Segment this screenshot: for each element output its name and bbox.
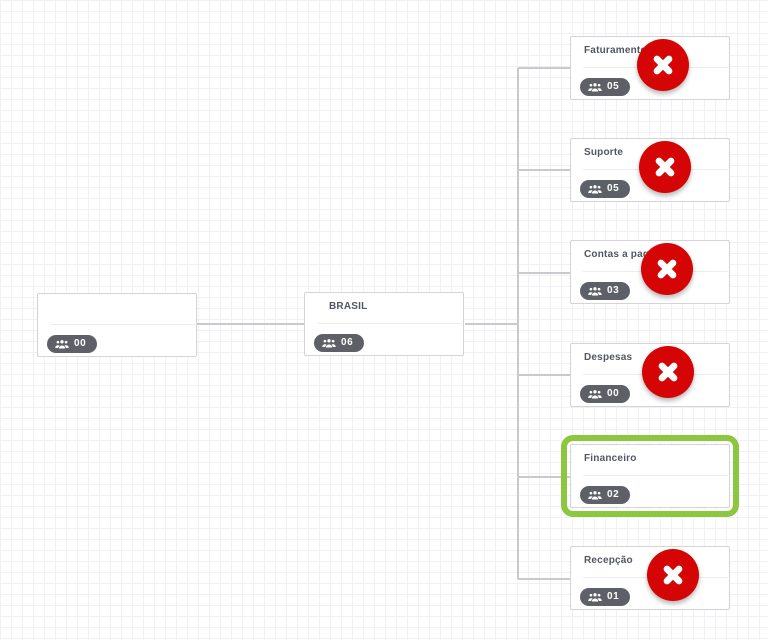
x-icon — [658, 362, 678, 382]
member-count-badge: 05 — [580, 78, 630, 96]
node-title: Recepção — [584, 555, 633, 566]
member-count-badge: 06 — [314, 334, 364, 352]
member-count: 06 — [341, 337, 354, 348]
node-divider — [317, 323, 462, 324]
member-count: 00 — [74, 338, 87, 349]
org-node-suporte[interactable]: Suporte 05 — [570, 138, 730, 202]
member-count-badge: 00 — [47, 335, 97, 353]
member-count-badge: 05 — [580, 180, 630, 198]
x-icon — [657, 259, 677, 279]
x-icon — [653, 55, 673, 75]
member-count: 02 — [607, 489, 620, 500]
node-title: Contas a pagar — [584, 249, 660, 260]
org-node-root[interactable]: 00 — [37, 293, 197, 357]
delete-node-button[interactable] — [639, 141, 691, 193]
node-title: Faturamento — [584, 45, 647, 56]
people-icon — [588, 184, 602, 193]
people-icon — [55, 339, 69, 348]
node-title: Financeiro — [584, 453, 637, 464]
delete-node-button[interactable] — [647, 549, 699, 601]
delete-node-button[interactable] — [637, 39, 689, 91]
node-title: BRASIL — [329, 301, 368, 312]
member-count-badge: 03 — [580, 282, 630, 300]
member-count-badge: 02 — [580, 486, 630, 504]
member-count-badge: 00 — [580, 385, 630, 403]
org-node-faturamento[interactable]: Faturamento 05 — [570, 36, 730, 100]
member-count: 05 — [607, 183, 620, 194]
org-node-recepcao[interactable]: Recepção 01 — [570, 546, 730, 610]
org-node-financeiro[interactable]: Financeiro 02 — [561, 435, 739, 517]
org-node-despesas[interactable]: Despesas 00 — [570, 343, 730, 407]
node-divider — [583, 475, 728, 476]
node-divider — [50, 324, 195, 325]
member-count: 03 — [607, 285, 620, 296]
people-icon — [588, 82, 602, 91]
delete-node-button[interactable] — [641, 243, 693, 295]
x-icon — [663, 565, 683, 585]
people-icon — [588, 286, 602, 295]
org-node-contas-a-pagar[interactable]: Contas a pagar 03 — [570, 240, 730, 304]
people-icon — [588, 592, 602, 601]
member-count: 00 — [607, 388, 620, 399]
delete-node-button[interactable] — [642, 346, 694, 398]
member-count: 01 — [607, 591, 620, 602]
member-count-badge: 01 — [580, 588, 630, 606]
selection-highlight — [561, 435, 739, 517]
people-icon — [322, 338, 336, 347]
node-title: Despesas — [584, 352, 633, 363]
people-icon — [588, 490, 602, 499]
member-count: 05 — [607, 81, 620, 92]
org-node-brasil[interactable]: BRASIL 06 — [304, 292, 464, 356]
people-icon — [588, 389, 602, 398]
x-icon — [655, 157, 675, 177]
node-title: Suporte — [584, 147, 624, 158]
